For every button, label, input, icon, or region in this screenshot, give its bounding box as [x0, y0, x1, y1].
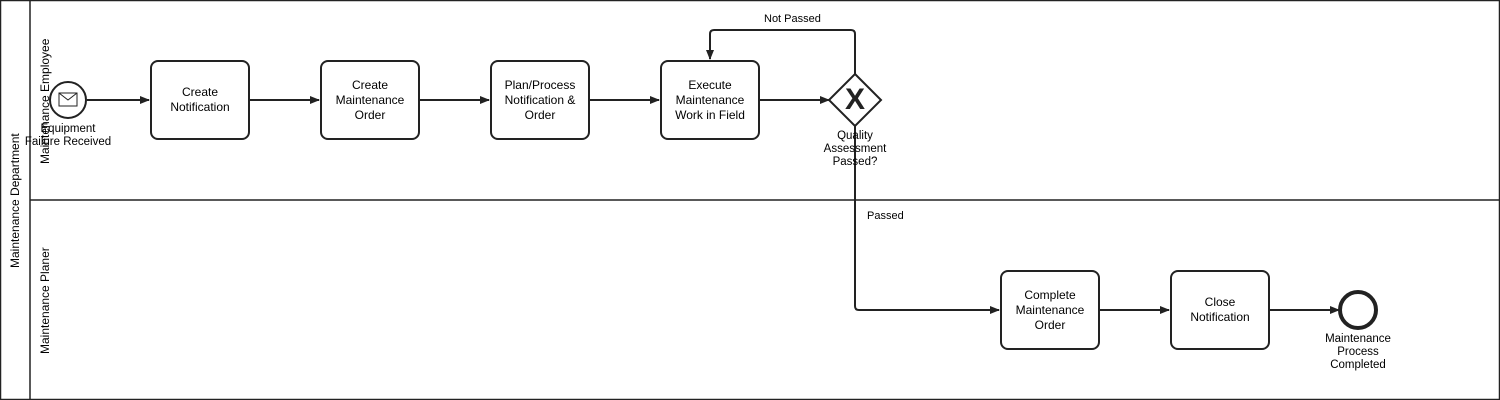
envelope-icon — [58, 92, 78, 107]
task-label: Complete Maintenance Order — [1015, 287, 1085, 332]
task-label: Create Notification — [170, 85, 230, 114]
task-label: Plan/Process Notification & Order — [504, 77, 576, 122]
task-create-notification[interactable]: Create Notification — [150, 60, 250, 140]
task-label: Execute Maintenance Work in Field — [675, 77, 745, 122]
flow-label-passed: Passed — [867, 210, 904, 222]
gateway-label: Quality Assessment Passed? — [823, 130, 887, 168]
end-event[interactable] — [1338, 290, 1378, 330]
flow-not-passed — [706, 29, 856, 74]
task-label: Create Maintenance Order — [335, 77, 405, 122]
flow-label-not-passed: Not Passed — [764, 13, 821, 25]
gateway-x-symbol: X — [844, 83, 865, 116]
pool-label: Maintenance Department — [8, 133, 22, 268]
end-event-label: Maintenance Process Completed — [1325, 333, 1391, 371]
task-execute-maintenance[interactable]: Execute Maintenance Work in Field — [660, 60, 760, 140]
task-close-notification[interactable]: Close Notification — [1170, 270, 1270, 350]
task-create-maintenance-order[interactable]: Create Maintenance Order — [320, 60, 420, 140]
lane-label-planer: Maintenance Planer — [38, 247, 52, 354]
task-plan-process[interactable]: Plan/Process Notification & Order — [490, 60, 590, 140]
start-event-label: Equipment Failure Received — [24, 123, 112, 148]
exclusive-gateway[interactable] — [827, 72, 883, 128]
flow-passed — [854, 126, 1000, 314]
task-label: Close Notification — [1190, 295, 1250, 324]
task-complete-maintenance-order[interactable]: Complete Maintenance Order — [1000, 270, 1100, 350]
